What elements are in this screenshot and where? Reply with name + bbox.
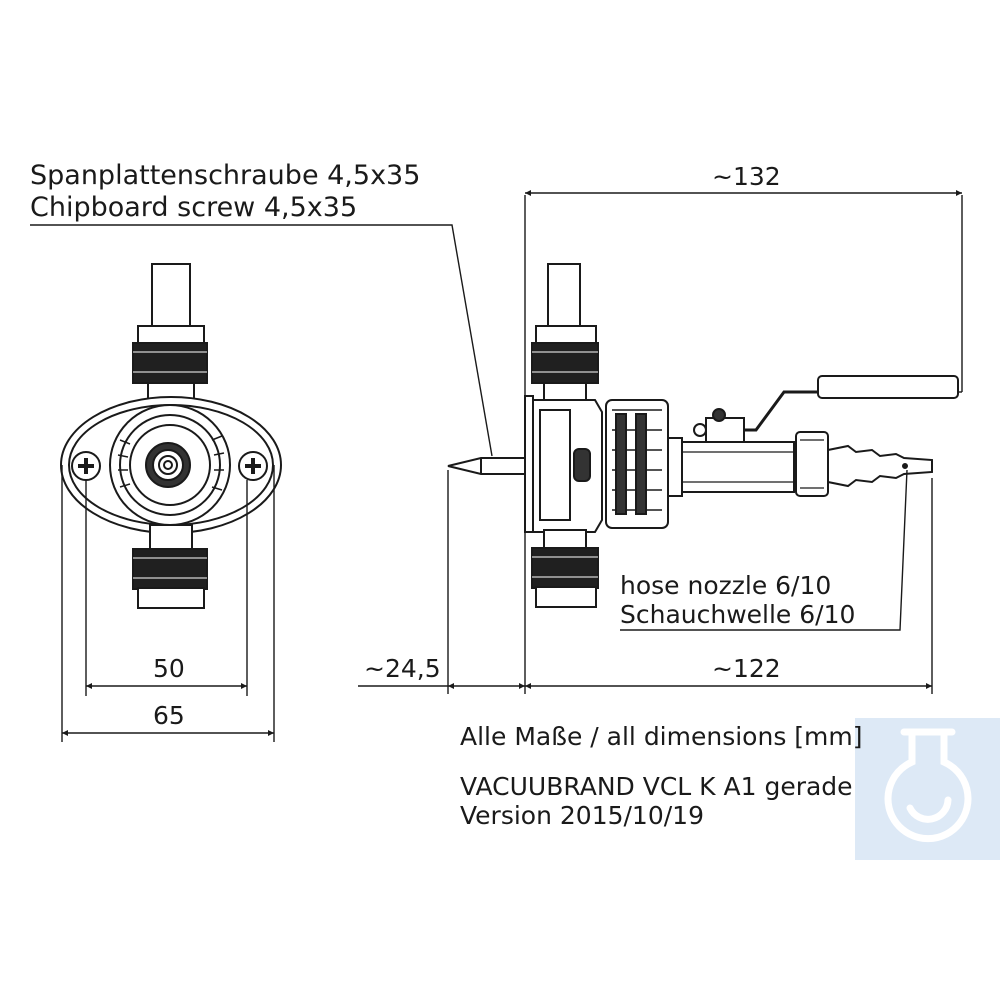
nozzle-leader [620, 469, 908, 631]
side-top-dark-nut [531, 342, 599, 384]
side-top-neck [543, 382, 587, 402]
screw-label-en: Chipboard screw 4,5x35 [30, 192, 358, 223]
model-name: VACUUBRAND VCL K A1 gerade [460, 772, 853, 801]
side-bottom-dark-nut [531, 547, 599, 589]
side-small-badge [573, 448, 591, 482]
nozzle-label-en: hose nozzle 6/10 [620, 571, 832, 600]
side-connector-cylinder [667, 437, 683, 497]
front-right-screw [238, 451, 268, 481]
side-bottom-neck [543, 529, 587, 549]
front-bottom-dark-nut [132, 548, 208, 590]
front-view [60, 263, 282, 609]
side-view [447, 263, 959, 608]
front-top-dark-nut [132, 342, 208, 384]
front-top-shaft [151, 263, 191, 329]
side-bottom-collar [535, 586, 597, 608]
dim-label-122: ~122 [712, 654, 781, 683]
front-dimensions [61, 465, 275, 742]
dim-label-132: ~132 [712, 162, 781, 191]
side-top-collar [535, 325, 597, 345]
side-dimensions [358, 190, 963, 694]
nozzle-label-de: Schauchwelle 6/10 [620, 600, 856, 629]
dim-label-65: 65 [153, 701, 185, 730]
side-valve-top-block [705, 417, 745, 443]
dim-label-24-5: ~24,5 [364, 654, 441, 683]
side-screw [447, 457, 526, 475]
side-valve-stem [712, 408, 726, 422]
flask-logo-icon [855, 718, 1000, 860]
version-label: Version 2015/10/19 [460, 801, 704, 830]
dim-label-50: 50 [153, 654, 185, 683]
side-top-shaft [547, 263, 581, 329]
side-wall-plate [524, 395, 534, 533]
side-valve-body [681, 441, 795, 493]
side-hose-nozzle [827, 444, 933, 488]
front-top-collar [137, 325, 205, 345]
side-flange-body [532, 399, 603, 533]
side-lever-handle [817, 375, 959, 399]
leader-lines [30, 224, 908, 631]
screw-leader [30, 224, 493, 457]
screw-label-de: Spanplattenschraube 4,5x35 [30, 160, 421, 191]
units-note: Alle Maße / all dimensions [mm] [460, 722, 863, 751]
front-left-screw [71, 451, 101, 481]
side-nozzle-nut [795, 431, 829, 497]
side-lever-arm [744, 390, 818, 432]
front-bottom-neck [149, 524, 193, 550]
front-bottom-collar [137, 587, 205, 609]
